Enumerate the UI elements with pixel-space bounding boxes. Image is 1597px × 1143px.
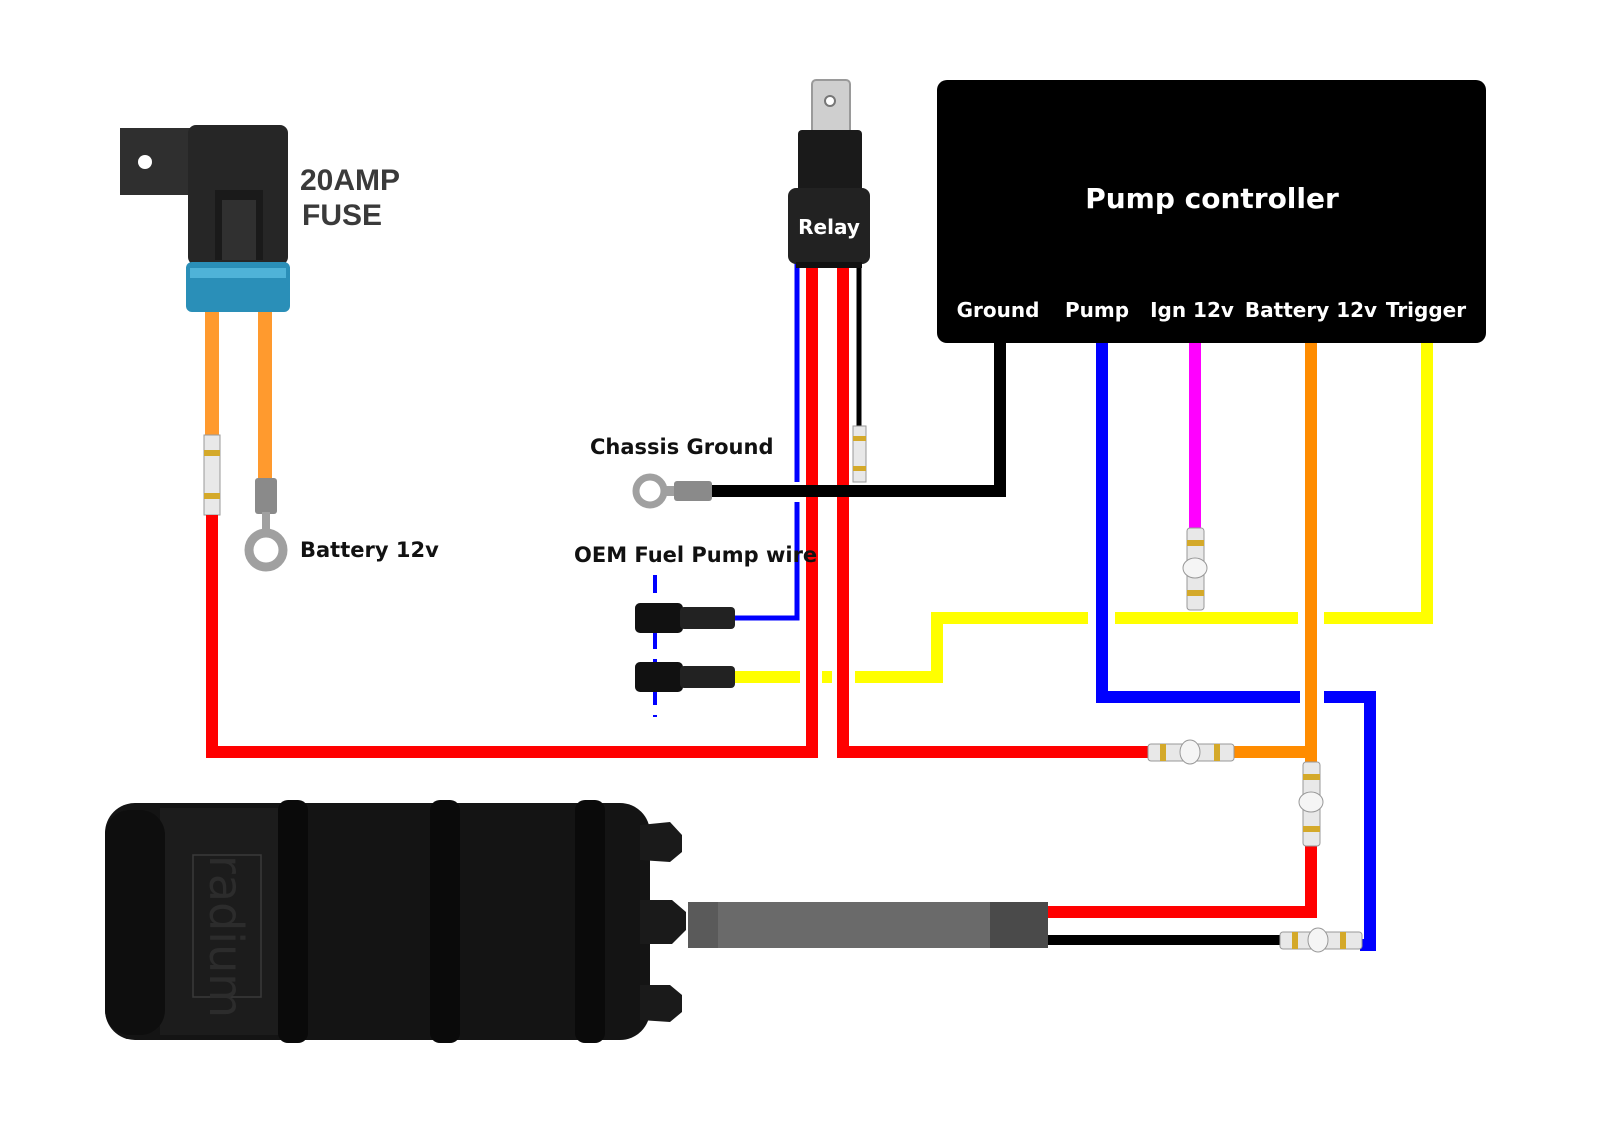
terminal-battery-12v-label: Battery 12v xyxy=(1245,298,1377,322)
butt-splice-icon xyxy=(1298,761,1324,847)
blue-wire-relay-to-oem-lower xyxy=(733,502,800,621)
terminal-ground-label: Ground xyxy=(957,298,1040,322)
red-wire-relay-to-splice xyxy=(837,262,1150,758)
battery-12v-label: Battery 12v xyxy=(300,538,439,562)
blue-wire-pump-output-cont xyxy=(1324,691,1376,951)
pump-brand-logo: radium xyxy=(199,855,253,1018)
fuel-pump-icon xyxy=(105,800,1048,1043)
chassis-ground-label: Chassis Ground xyxy=(590,435,774,459)
butt-splice-icon xyxy=(1182,527,1208,611)
yellow-wire-trigger-c xyxy=(855,612,1088,683)
pump-controller-title: Pump controller xyxy=(1085,182,1339,215)
oem-fuel-pump-wire-label: OEM Fuel Pump wire xyxy=(574,543,817,567)
red-wire-fuse-to-relay xyxy=(206,262,818,758)
red-wire-pump-lead xyxy=(1045,845,1317,918)
fuse-holder-icon xyxy=(120,125,290,572)
fuse-label-line1: 20AMP xyxy=(300,164,400,197)
terminal-trigger-label: Trigger xyxy=(1386,298,1466,322)
yellow-wire-trigger-e xyxy=(1324,335,1433,624)
fuse-label-line2: FUSE xyxy=(302,199,382,232)
blue-wire-pump-output xyxy=(1096,335,1300,703)
butt-splice-icon xyxy=(852,425,867,483)
terminal-pump-label: Pump xyxy=(1065,298,1129,322)
butt-splice-icon xyxy=(1147,739,1235,765)
relay-icon xyxy=(788,79,870,268)
bullet-connector-icon xyxy=(635,603,735,692)
ring-terminal-icon xyxy=(632,473,712,509)
terminal-ign-12v-label: Ign 12v xyxy=(1150,298,1234,322)
pump-controller-box xyxy=(937,80,1486,343)
relay-label: Relay xyxy=(798,215,860,239)
black-wire-chassis-ground xyxy=(710,335,1006,497)
butt-splice-icon xyxy=(1279,927,1363,953)
orange-wire-battery-12v xyxy=(1232,335,1317,758)
